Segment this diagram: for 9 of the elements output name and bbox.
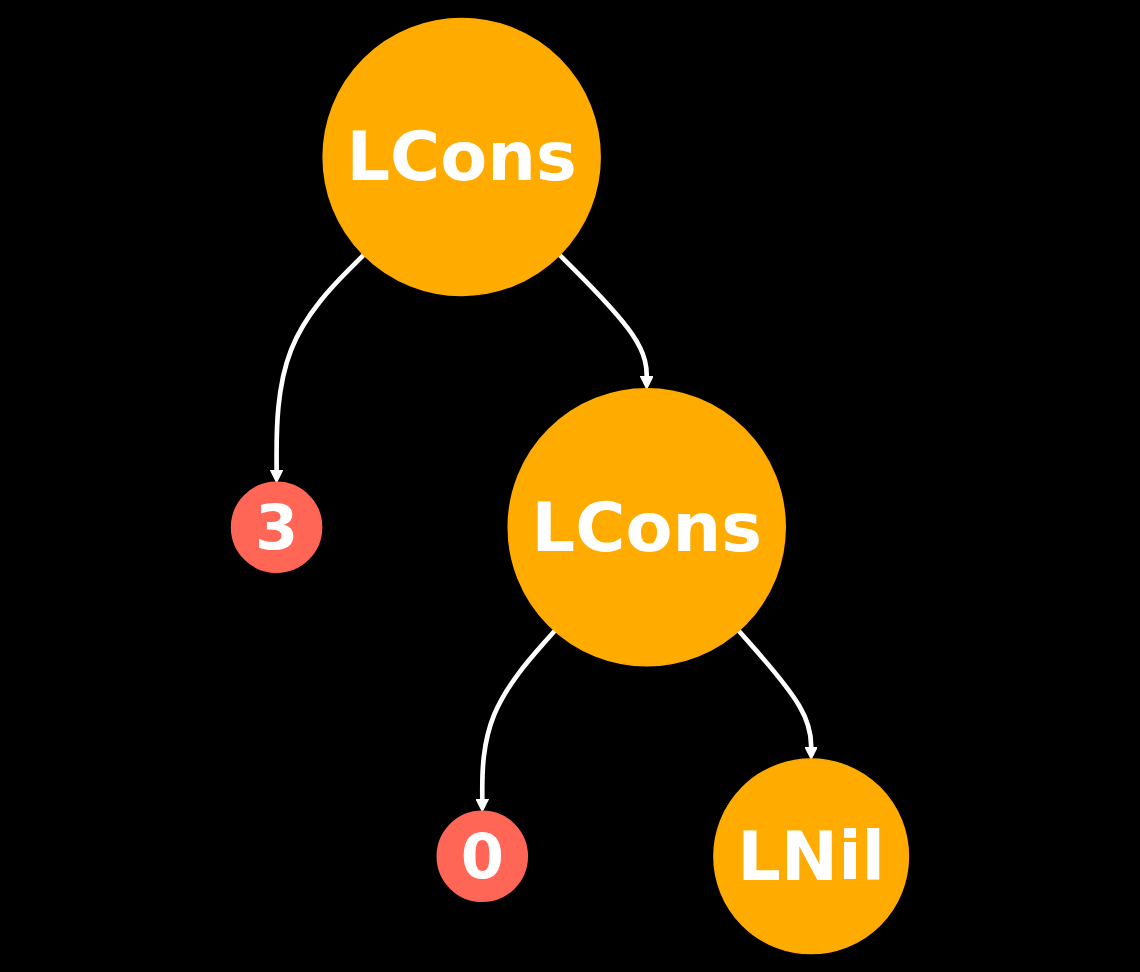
arrow: [269, 253, 366, 483]
node-circle: 3: [230, 481, 323, 573]
node-circle: 0: [436, 810, 529, 903]
node-circle: LCons: [507, 388, 786, 667]
arrow: [475, 629, 557, 812]
node-circle: LNil: [713, 758, 910, 955]
arrow: [736, 629, 818, 760]
node-circle: LCons: [322, 17, 601, 297]
arrow: [557, 253, 654, 390]
